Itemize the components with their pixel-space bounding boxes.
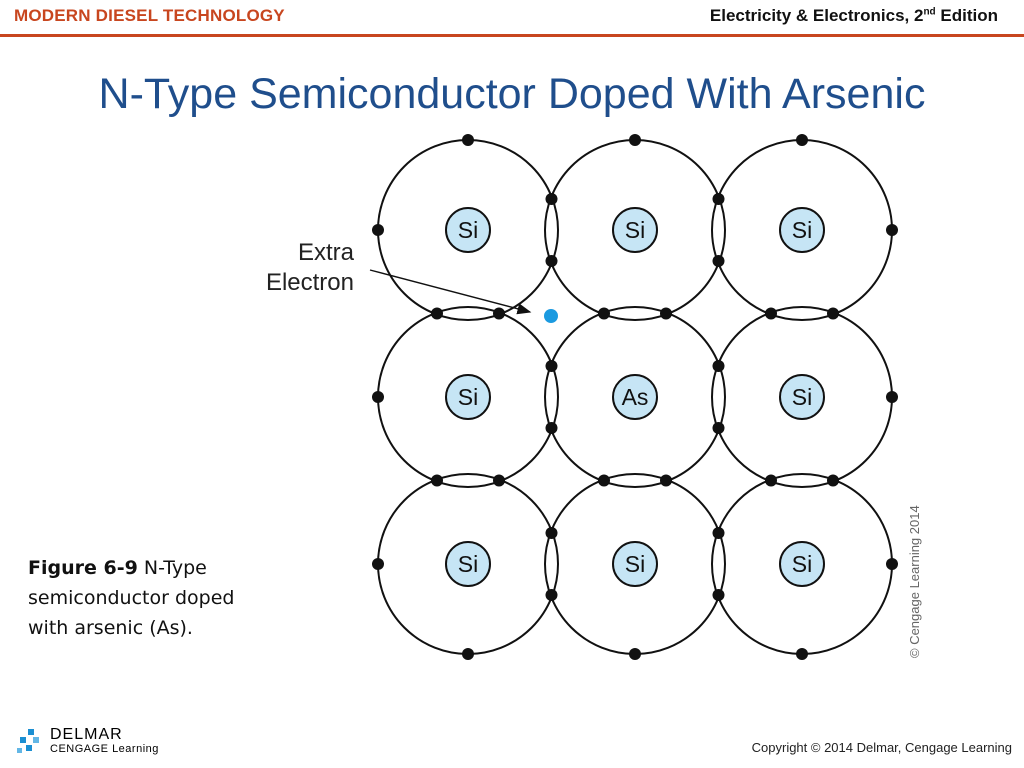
image-copyright-vertical: © Cengage Learning 2014 [903,500,925,660]
atom-symbol: Si [792,384,812,410]
bonding-electron [827,474,839,487]
atom-symbol: As [622,384,649,410]
extra-electron-pointer [369,269,532,315]
header-divider [0,34,1024,37]
bonding-electron [545,255,558,267]
electron-shell [544,306,726,488]
bonding-electron [712,360,725,372]
logo-line-1: DELMAR [50,726,123,743]
atom-si-nucleus [445,207,491,253]
atom-symbol: Si [792,217,812,243]
atom-symbol: Si [458,217,478,243]
outer-electron [886,391,898,403]
outer-electron [629,648,641,660]
bonding-electron [598,474,610,487]
header-edition-superscript: nd [923,6,936,18]
bonding-electron [712,527,725,539]
outer-electron [886,224,898,236]
bonding-electron [545,589,558,601]
bonding-electron [545,527,558,539]
bonding-electron [712,193,725,205]
outer-electron [629,134,641,146]
extra-electron-label-line1: Extra [298,239,355,266]
header-edition-suffix: Edition [935,6,998,25]
valence-electrons [372,134,898,660]
header-book-title-main: Electricity & Electronics, 2 [709,6,924,25]
atom-symbol: Si [625,217,645,243]
footer-copyright: Copyright © 2014 Delmar, Cengage Learnin… [751,740,1012,755]
bonding-electron [493,474,505,487]
figure-caption: Figure 6-9 N-Type semiconductor doped wi… [28,553,278,643]
bonding-electron [660,474,672,487]
bonding-electron [493,307,505,320]
bonding-electron [712,589,725,601]
bonding-electron [827,307,839,320]
atom-si-nucleus [779,207,825,253]
extra-electron-label-line2: Electron [266,269,354,296]
atom-si-nucleus [612,207,658,253]
delmar-logo: DELMAR CENGAGE Learning [16,726,159,756]
delmar-logo-icon [17,729,39,753]
atom-si-nucleus [445,541,491,587]
extra-electron-dot [544,309,558,323]
outer-electron [886,558,898,570]
atom-symbol: Si [792,551,812,577]
figure-caption-text: N-Type semiconductor doped with arsenic … [28,557,235,639]
atom-si-nucleus [445,374,491,420]
outer-electron [796,134,808,146]
slide-title: N-Type Semiconductor Doped With Arsenic [98,70,926,118]
bonding-electron [660,307,672,320]
outer-electron [372,558,384,570]
bonding-electron [712,422,725,434]
atom-symbol: Si [625,551,645,577]
logo-line-2: CENGAGE Learning [50,743,159,755]
atom-si-nucleus [612,541,658,587]
bonding-electron [765,474,777,487]
delmar-logo-text: DELMAR CENGAGE Learning [50,726,159,756]
header-publisher-title: MODERN DIESEL TECHNOLOGY [14,6,285,25]
bonding-electron [431,474,443,487]
outer-electron [372,391,384,403]
atom-as-nucleus [612,374,658,420]
image-copyright-text: © Cengage Learning 2014 [907,505,922,658]
atom-si-nucleus [779,541,825,587]
bonding-electron [545,422,558,434]
bonding-electron [765,307,777,320]
outer-electron [462,648,474,660]
bonding-electron [431,307,443,320]
outer-electron [372,224,384,236]
bonding-electron [598,307,610,320]
bonding-electron [545,360,558,372]
outer-electron [796,648,808,660]
bonding-electron [545,193,558,205]
outer-electron [462,134,474,146]
bonding-electron [712,255,725,267]
atom-symbol: Si [458,551,478,577]
atom-si-nucleus [779,374,825,420]
header-book-title: Electricity & Electronics, 2nd Edition [710,6,998,26]
figure-label: Figure 6-9 [28,557,138,579]
atom-symbol: Si [458,384,478,410]
